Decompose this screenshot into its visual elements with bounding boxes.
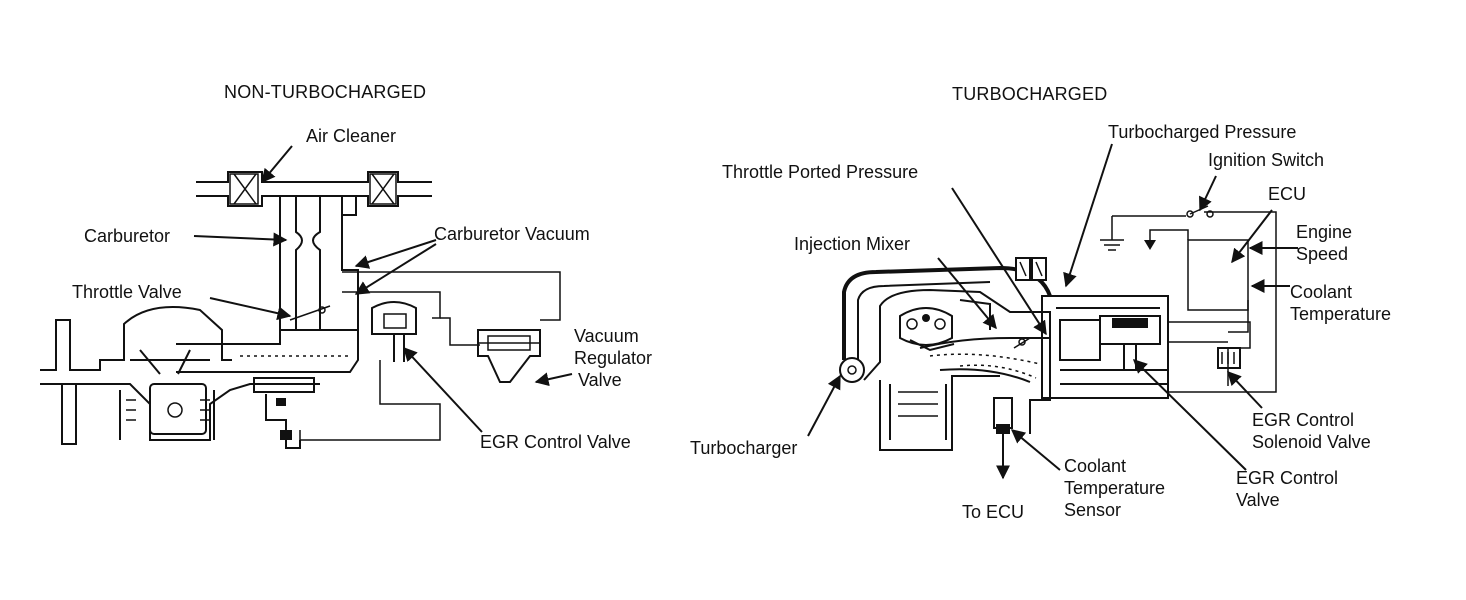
egr-valve-right [1060, 315, 1168, 385]
to-ecu-label: To ECU [962, 502, 1025, 522]
intake-flow-right [919, 337, 1050, 383]
vacuum-regulator-label-line1: Vacuum [574, 326, 639, 346]
throttle-body-right [1013, 295, 1169, 399]
egr-solenoid-label-line1: EGR Control [1252, 410, 1355, 430]
coolant-sensor-label-line1: Coolant [1064, 456, 1127, 476]
ignition-switch-label: Ignition Switch [1208, 150, 1325, 170]
coolant-sensor-label-line3: Sensor [1064, 500, 1122, 520]
intake-manifold [176, 329, 359, 373]
engine-speed-label-line1: Engine [1296, 222, 1353, 242]
non-turbo-artwork [40, 171, 561, 449]
engine-speed-label-line2: Speed [1296, 244, 1349, 264]
air-cleaner-label: Air Cleaner [306, 126, 397, 146]
air-cleaner-duct [196, 171, 432, 207]
connector-plugs [1015, 257, 1047, 281]
throttle-valve-label: Throttle Valve [72, 282, 182, 302]
egr-solenoid-label-line2: Solenoid Valve [1252, 432, 1371, 452]
carburetor-label: Carburetor [84, 226, 171, 246]
turbo-intake-pipe [839, 265, 1052, 383]
egr-valve-label-line1: EGR Control [1236, 468, 1339, 488]
carburetor-vacuum-label: Carburetor Vacuum [434, 224, 590, 244]
carburetor-body [279, 196, 359, 330]
turbocharger-label: Turbocharger [690, 438, 798, 458]
throttle-ported-pressure-label: Throttle Ported Pressure [722, 162, 919, 182]
engine-block-left [40, 306, 320, 449]
vacuum-lines-left [299, 271, 561, 441]
non-turbo-title: NON-TURBOCHARGED [224, 82, 427, 102]
coolant-temperature-label-line2: Temperature [1290, 304, 1392, 324]
vacuum-regulator-label-line3: Valve [578, 370, 622, 390]
coolant-temperature-label-line1: Coolant [1290, 282, 1353, 302]
coolant-sensor-part [993, 397, 1013, 480]
turbo-title: TURBOCHARGED [952, 84, 1108, 104]
egr-valve-label-line2: Valve [1236, 490, 1280, 510]
egr-valve-left [371, 301, 417, 362]
ecu-wiring [1100, 205, 1277, 369]
vacuum-regulator-valve [477, 329, 541, 383]
engine-block-right [863, 288, 1051, 451]
injection-mixer-label: Injection Mixer [794, 234, 911, 254]
ecu-label: ECU [1268, 184, 1307, 204]
left-leader-arrows [193, 145, 573, 433]
turbocharged-pressure-label: Turbocharged Pressure [1108, 122, 1297, 142]
turbo-artwork [839, 205, 1277, 480]
egr-control-valve-label-left: EGR Control Valve [480, 432, 631, 452]
coolant-sensor-label-line2: Temperature [1064, 478, 1166, 498]
right-leader-arrows [807, 143, 1298, 471]
vacuum-regulator-label-line2: Regulator [574, 348, 653, 368]
